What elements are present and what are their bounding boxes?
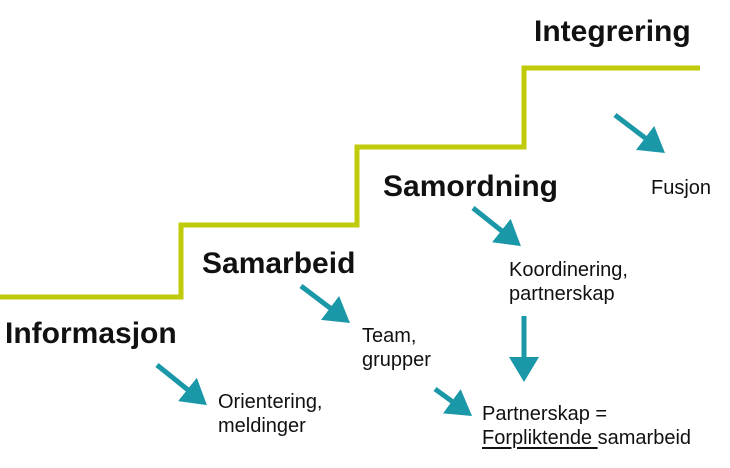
- level-title-samarbeid: Samarbeid: [202, 247, 356, 280]
- description-line: Koordinering,: [509, 259, 628, 281]
- description-line: grupper: [362, 349, 431, 371]
- staircase-line: [0, 65, 700, 300]
- description-line: partnerskap: [509, 283, 615, 305]
- partnership-note: Partnerskap = Forpliktende samarbeid: [482, 402, 691, 450]
- partnership-underlined: Forpliktende: [482, 427, 598, 449]
- arrow-informasjon: [155, 363, 207, 406]
- description-line: Team,: [362, 325, 417, 347]
- description-line: Orientering,: [218, 391, 323, 413]
- description-line: meldinger: [218, 415, 306, 437]
- arrow-samarbeid: [299, 284, 350, 324]
- level-description-samarbeid: Team, grupper: [362, 324, 431, 372]
- arrow-team-to-partnerskap: [433, 386, 473, 416]
- level-description-samordning: Koordinering, partnerskap: [509, 258, 628, 306]
- level-description-informasjon: Orientering, meldinger: [218, 390, 323, 438]
- level-description-integrering: Fusjon: [651, 176, 711, 200]
- arrow-integrering: [613, 113, 665, 154]
- level-title-samordning: Samordning: [383, 170, 559, 203]
- description-line: Fusjon: [651, 177, 712, 199]
- level-title-informasjon: Informasjon: [5, 317, 177, 350]
- partnership-rest: samarbeid: [597, 427, 692, 449]
- partnership-line1: Partnerskap =: [482, 403, 608, 425]
- arrow-samordning: [471, 206, 521, 247]
- partnership-line2: Forpliktende samarbeid: [482, 426, 691, 450]
- level-title-integrering: Integrering: [534, 15, 691, 48]
